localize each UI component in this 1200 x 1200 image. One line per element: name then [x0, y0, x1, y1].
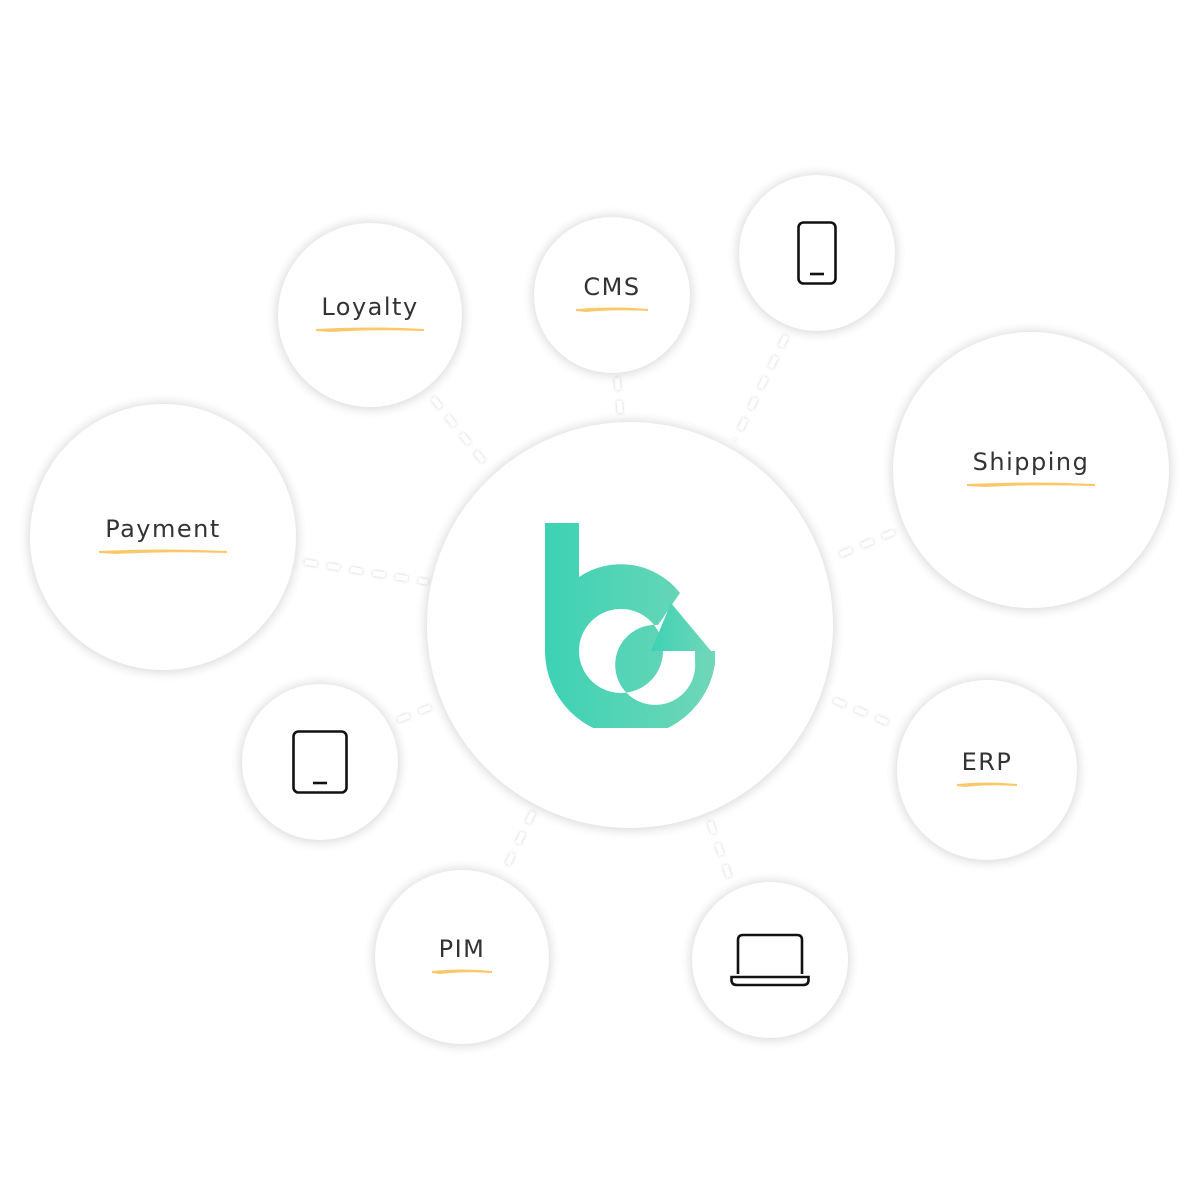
connector-erp [833, 697, 897, 729]
tablet-icon [292, 730, 348, 794]
node-label-shipping: Shipping [972, 448, 1090, 476]
node-cms[interactable]: CMS [534, 217, 690, 373]
node-pim[interactable]: PIM [375, 870, 549, 1044]
node-label-cms: CMS [583, 273, 641, 301]
connector-payment [304, 559, 429, 585]
connector-mobile [732, 334, 789, 442]
node-label-loyalty: Loyalty [321, 293, 419, 321]
smartphone-icon [797, 221, 837, 285]
node-label-erp: ERP [961, 748, 1013, 776]
highlight-underline [99, 549, 227, 554]
connector-shipping [831, 529, 895, 561]
connector-pim [502, 810, 536, 872]
node-payment[interactable]: Payment [30, 404, 296, 670]
node-shipping[interactable]: Shipping [893, 332, 1169, 608]
node-laptop[interactable] [692, 882, 848, 1038]
node-tablet[interactable] [242, 684, 398, 840]
connector-cms [614, 377, 624, 421]
center-hub-node [427, 422, 833, 828]
node-erp[interactable]: ERP [897, 680, 1077, 860]
connector-tablet [397, 702, 437, 723]
connector-laptop [707, 821, 735, 886]
highlight-underline [967, 482, 1095, 487]
node-loyalty[interactable]: Loyalty [278, 223, 462, 407]
highlight-underline [316, 327, 424, 332]
brand-logo-icon [545, 522, 715, 728]
highlight-underline [957, 782, 1017, 787]
highlight-underline [576, 307, 648, 312]
node-label-pim: PIM [438, 935, 486, 963]
highlight-underline [432, 969, 492, 974]
laptop-icon [730, 933, 810, 987]
connector-loyalty [431, 396, 492, 472]
node-label-payment: Payment [105, 515, 221, 543]
node-mobile[interactable] [739, 175, 895, 331]
